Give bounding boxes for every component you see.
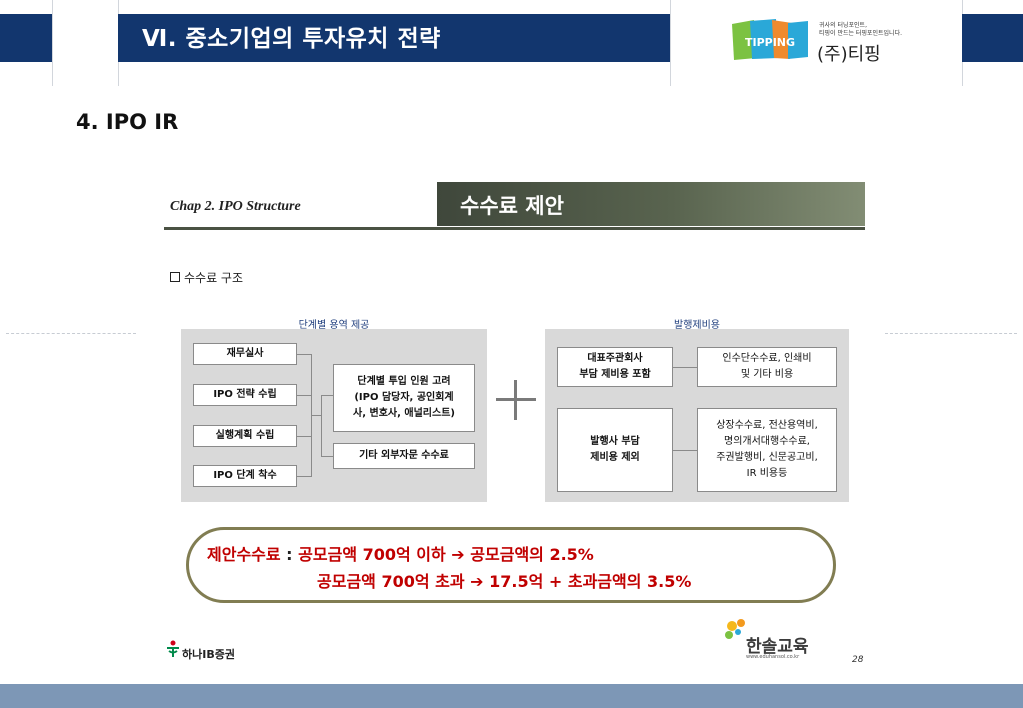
- stage-box: IPO 단계 착수: [193, 465, 297, 487]
- consideration-box: 단계별 투입 인원 고려 (IPO 담당자, 공인회계 사, 변호사, 애널리스…: [333, 364, 475, 432]
- hansol-url: www.eduhansol.co.kr: [746, 654, 800, 660]
- left-panel-label: 단계별 용역 제공: [298, 320, 370, 331]
- footer-band: [0, 684, 1023, 708]
- section-heading: 4. IPO IR: [76, 110, 179, 134]
- chapter-label: Chap 2. IPO Structure: [170, 199, 301, 214]
- connector: [673, 367, 697, 368]
- hana-logo-icon: [167, 640, 179, 657]
- fee-label: 제안수수료: [207, 545, 281, 564]
- fee-proposal-callout: 제안수수료 : 공모금액 700억 이하 ➔ 공모금액의 2.5% 공모금액 7…: [186, 527, 836, 603]
- right-panel: 대표주관회사 부담 제비용 포함 인수단수수료, 인쇄비 및 기타 비용 발행사…: [545, 329, 849, 502]
- header-title: Ⅵ. 중소기업의 투자유치 전략: [142, 26, 441, 52]
- tipping-brand: TIPPING: [745, 36, 795, 49]
- logo-tagline: 귀사의 터닝포인트, 티핑이 만드는 터핑포인트입니다.: [819, 22, 902, 38]
- external-advisory-box: 기타 외부자문 수수료: [333, 443, 475, 469]
- header-band: [118, 14, 670, 62]
- connector: [321, 456, 333, 457]
- header-band-right: [962, 14, 1023, 62]
- header-band-left: [0, 14, 52, 62]
- underwriter-costs-detail: 인수단수수료, 인쇄비 및 기타 비용: [697, 347, 837, 387]
- issuer-costs-box: 발행사 부담 제비용 제외: [557, 408, 673, 492]
- plus-icon: [514, 380, 517, 420]
- hana-logo-text: 하나IB증권: [182, 648, 235, 661]
- dashed-divider: [6, 333, 136, 334]
- stage-box: 재무실사: [193, 343, 297, 365]
- stage-box: IPO 전략 수립: [193, 384, 297, 406]
- page-number: 28: [852, 655, 864, 665]
- logo-company-name: (주)티핑: [817, 44, 881, 65]
- hansol-flower-icon: [725, 619, 745, 639]
- header-divider: [670, 0, 671, 86]
- connector: [297, 354, 311, 355]
- right-panel-label: 발행제비용: [674, 320, 720, 331]
- connector: [311, 415, 321, 416]
- connector: [297, 476, 311, 477]
- connector: [321, 395, 322, 456]
- logo-tagline-2: 티핑이 만드는 터핑포인트입니다.: [819, 30, 903, 37]
- connector: [297, 436, 311, 437]
- connector: [673, 450, 697, 451]
- chapter-title-bar: [437, 182, 865, 226]
- sub-heading: 수수료 구조: [170, 269, 243, 286]
- dashed-divider: [885, 333, 1017, 334]
- chapter-rule: [164, 227, 865, 230]
- left-panel: 재무실사 IPO 전략 수립 실행계획 수립 IPO 단계 착수 단계별 투입 …: [181, 329, 487, 502]
- sub-heading-text: 수수료 구조: [184, 271, 244, 285]
- hansol-logo-text: 한솔교육: [746, 637, 809, 657]
- fee-line-2: 공모금액 700억 초과 ➔ 17.5억 + 초과금액의 3.5%: [317, 572, 692, 591]
- fee-line-1: 제안수수료 : 공모금액 700억 이하 ➔ 공모금액의 2.5%: [207, 541, 594, 565]
- underwriter-costs-box: 대표주관회사 부담 제비용 포함: [557, 347, 673, 387]
- connector: [321, 395, 333, 396]
- stage-box: 실행계획 수립: [193, 425, 297, 447]
- chapter-title: 수수료 제안: [460, 194, 564, 218]
- connector: [297, 395, 311, 396]
- square-bullet-icon: [170, 272, 180, 282]
- fee-separator: :: [280, 545, 299, 564]
- header-divider: [52, 0, 53, 86]
- tipping-logo: TIPPING: [732, 19, 808, 60]
- logo-tagline-1: 귀사의 터닝포인트,: [819, 22, 867, 29]
- issuer-costs-detail: 상장수수료, 전산용역비, 명의개서대행수수료, 주권발행비, 신문공고비, I…: [697, 408, 837, 492]
- fee-tier-1: 공모금액 700억 이하 ➔ 공모금액의 2.5%: [298, 545, 594, 564]
